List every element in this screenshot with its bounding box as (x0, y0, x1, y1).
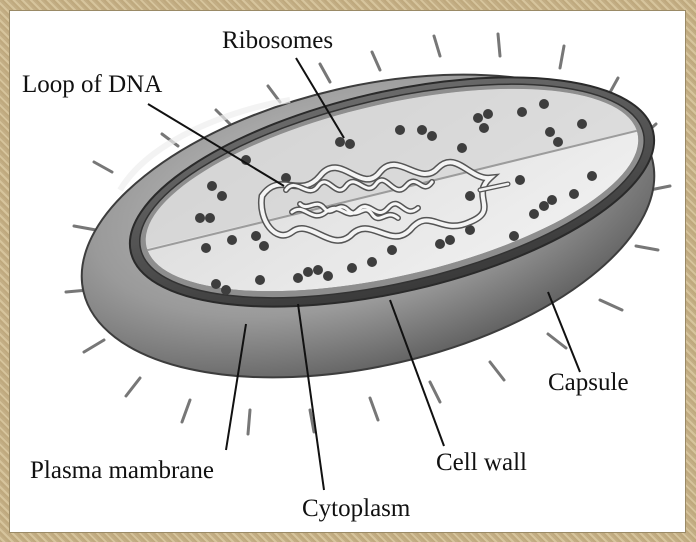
label-plasma-membrane: Plasma mambrane (30, 457, 214, 484)
leader-capsule (548, 292, 580, 372)
label-loop-of-dna: Loop of DNA (22, 71, 162, 98)
label-cell-wall: Cell wall (436, 449, 527, 476)
label-cytoplasm: Cytoplasm (302, 495, 411, 522)
label-capsule: Capsule (548, 369, 629, 396)
label-ribosomes: Ribosomes (222, 27, 333, 54)
